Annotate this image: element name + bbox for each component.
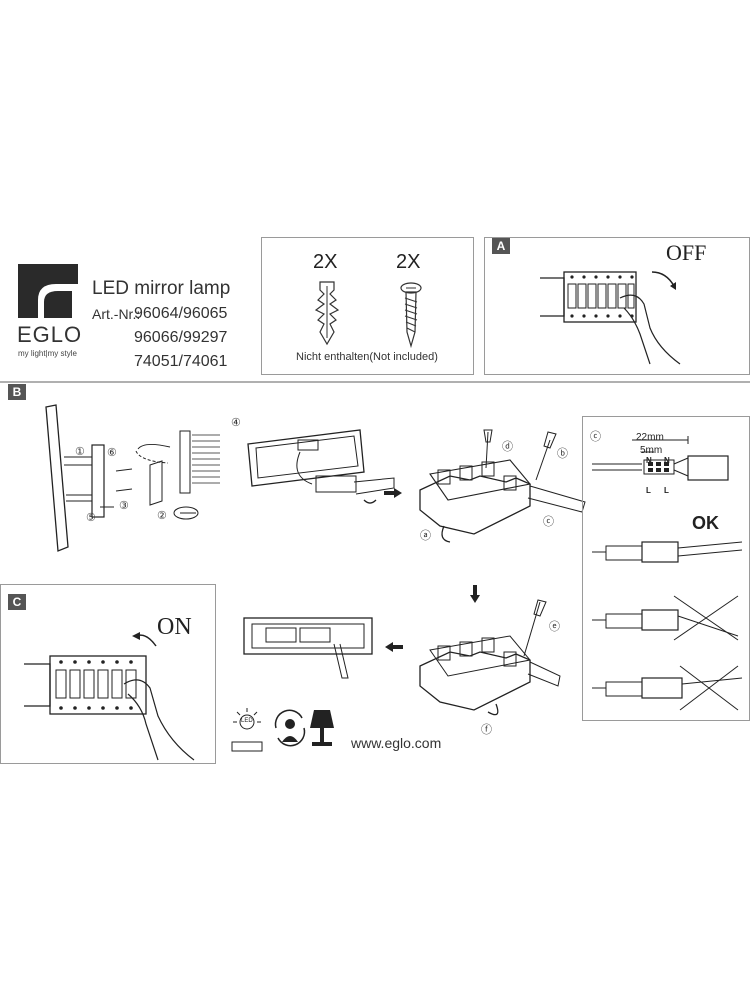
step-b-label: ⓑ	[557, 448, 568, 460]
step-d-label: ⓓ	[502, 441, 513, 453]
strip-length-5mm: 5mm	[640, 445, 663, 456]
live-label-2: L	[664, 486, 669, 495]
article-numbers-2: 96066/99297	[134, 329, 228, 346]
correct-connection-illustration	[592, 541, 743, 563]
website-url[interactable]: www.eglo.com	[351, 735, 442, 751]
brand-name: EGLO	[17, 322, 83, 347]
parts-note: Nicht enthalten(Not included)	[296, 351, 438, 363]
terminal-block-illustration-1	[419, 429, 586, 543]
parts-panel	[261, 237, 474, 375]
article-label: Art.-Nr.:	[92, 306, 141, 322]
step-a-label: ⓐ	[420, 530, 431, 542]
live-label-1: L	[646, 486, 651, 495]
step-6-label: ⑥	[107, 447, 117, 459]
step-5-label: ⑤	[86, 512, 96, 524]
screw-icon	[400, 282, 422, 349]
off-arrow-icon	[651, 271, 676, 290]
step-f-label: ⓕ	[481, 724, 492, 736]
breaker-on-illustration	[24, 655, 195, 761]
housing-wiring-illustration	[247, 429, 395, 504]
breaker-off-illustration	[540, 271, 681, 365]
step-2-label: ②	[157, 510, 167, 522]
step-1-label: ①	[75, 446, 85, 458]
wrong-connection-illustration-1	[592, 595, 739, 641]
step-4-label: ④	[231, 417, 241, 429]
wall-dowel-icon	[314, 281, 340, 346]
article-numbers-1: 96064/96065	[134, 305, 228, 322]
panel-c	[0, 584, 216, 764]
section-b-tag: B	[8, 384, 26, 400]
led-label: LED	[241, 718, 253, 724]
on-label: ON	[157, 614, 192, 640]
right-arrow-icon	[384, 488, 402, 498]
divider-line	[0, 381, 750, 383]
eglo-logo	[18, 264, 78, 320]
step-c-label: ⓒ	[543, 516, 554, 528]
strip-length-22mm: 22mm	[636, 432, 664, 443]
on-arrow-icon	[132, 632, 157, 647]
ok-label: OK	[692, 513, 719, 533]
article-numbers-3: 74051/74061	[134, 353, 228, 370]
lamp-icon	[310, 710, 334, 746]
dowel-count: 2X	[313, 251, 338, 273]
down-arrow-icon	[470, 585, 480, 603]
lamp-mounting-illustration	[45, 404, 220, 552]
wiring-step-label: ⓒ	[590, 431, 601, 443]
electrician-recycle-icon	[274, 709, 306, 747]
assembled-housing-illustration	[243, 617, 373, 679]
step-3-label: ③	[119, 500, 129, 512]
terminal-block-illustration-2	[419, 599, 561, 716]
brand-tagline: my light|my style	[18, 349, 77, 358]
wrong-connection-illustration-2	[592, 665, 743, 711]
section-c-tag: C	[8, 594, 26, 610]
led-light-icon	[231, 708, 263, 752]
eglo-logo-mark	[18, 264, 78, 318]
left-arrow-icon	[385, 642, 403, 652]
wire-strip-diagram	[592, 436, 729, 481]
screw-count: 2X	[396, 251, 421, 273]
product-title: LED mirror lamp	[92, 278, 231, 299]
off-label: OFF	[666, 240, 707, 265]
section-a-tag: A	[492, 238, 510, 254]
step-e-label: ⓔ	[549, 621, 560, 633]
